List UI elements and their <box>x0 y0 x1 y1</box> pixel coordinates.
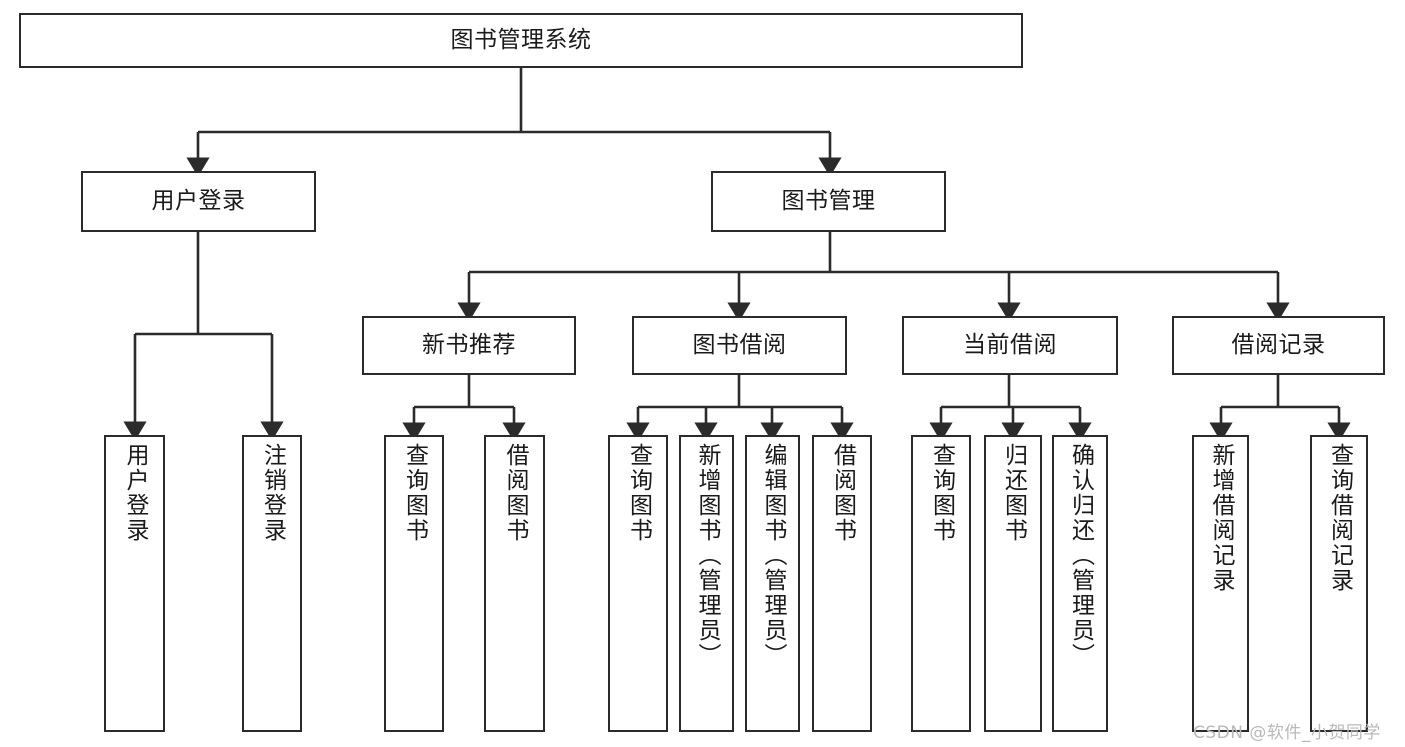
node-book-borrow[interactable]: 图书借阅 <box>632 316 847 375</box>
node-new-book-rec[interactable]: 新书推荐 <box>362 316 576 375</box>
node-user-login[interactable]: 用户登录 <box>81 171 316 232</box>
node-leaf-borrow-book-1-label: 借阅图书 <box>502 443 528 543</box>
node-leaf-query-book-2-label: 查询图书 <box>625 443 652 543</box>
node-leaf-confirm-return-label: 确认归还（管理员） <box>1067 443 1094 668</box>
node-leaf-confirm-return[interactable]: 确认归还（管理员） <box>1052 435 1108 732</box>
node-root-label: 图书管理系统 <box>450 26 592 53</box>
node-leaf-add-book-label: 新增图书（管理员） <box>694 443 720 668</box>
node-leaf-user-login[interactable]: 用户登录 <box>104 435 165 732</box>
node-leaf-borrow-book-1[interactable]: 借阅图书 <box>484 435 545 732</box>
node-leaf-add-record[interactable]: 新增借阅记录 <box>1192 435 1249 732</box>
node-leaf-add-record-label: 新增借阅记录 <box>1208 443 1234 593</box>
node-leaf-logout-label: 注销登录 <box>259 443 286 543</box>
node-root[interactable]: 图书管理系统 <box>19 13 1023 68</box>
node-leaf-query-record[interactable]: 查询借阅记录 <box>1310 435 1368 732</box>
node-leaf-edit-book[interactable]: 编辑图书（管理员） <box>745 435 800 732</box>
node-leaf-query-book-3-label: 查询图书 <box>928 443 955 543</box>
node-leaf-query-record-label: 查询借阅记录 <box>1326 443 1353 593</box>
node-leaf-return-book[interactable]: 归还图书 <box>984 435 1042 732</box>
node-leaf-edit-book-label: 编辑图书（管理员） <box>760 443 786 668</box>
node-leaf-user-login-label: 用户登录 <box>122 443 148 543</box>
node-leaf-query-book-3[interactable]: 查询图书 <box>911 435 971 732</box>
node-leaf-add-book[interactable]: 新增图书（管理员） <box>679 435 734 732</box>
node-user-login-label: 用户登录 <box>151 187 246 214</box>
node-leaf-query-book-1[interactable]: 查询图书 <box>384 435 444 732</box>
node-book-borrow-label: 图书借阅 <box>692 331 787 358</box>
node-leaf-query-book-2[interactable]: 查询图书 <box>608 435 668 732</box>
node-new-book-rec-label: 新书推荐 <box>422 331 516 358</box>
node-leaf-logout[interactable]: 注销登录 <box>242 435 302 732</box>
node-current-borrow-label: 当前借阅 <box>963 331 1057 358</box>
node-leaf-borrow-book-2-label: 借阅图书 <box>829 443 856 543</box>
node-borrow-record-label: 借阅记录 <box>1231 331 1326 358</box>
node-borrow-record[interactable]: 借阅记录 <box>1172 316 1385 375</box>
node-leaf-return-book-label: 归还图书 <box>1000 443 1027 543</box>
node-book-manage-label: 图书管理 <box>781 187 876 214</box>
node-leaf-borrow-book-2[interactable]: 借阅图书 <box>812 435 872 732</box>
node-book-manage[interactable]: 图书管理 <box>711 171 946 232</box>
node-current-borrow[interactable]: 当前借阅 <box>902 316 1118 375</box>
node-leaf-query-book-1-label: 查询图书 <box>401 443 428 543</box>
